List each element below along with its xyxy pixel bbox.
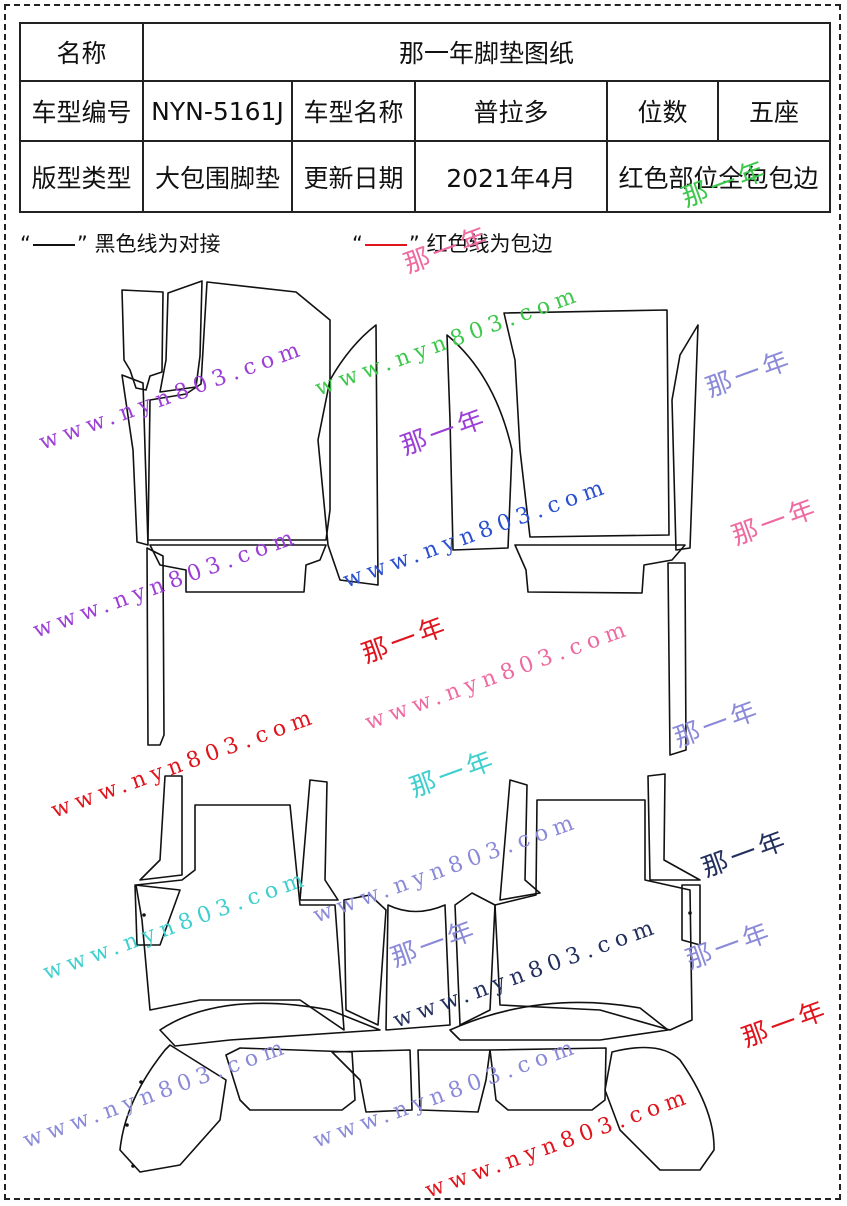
spec-row-type: 版型类型 大包围脚垫 更新日期 2021年4月 红色部位全包包边 bbox=[19, 140, 832, 213]
third-left-cargo-flap bbox=[225, 1047, 356, 1111]
legend-black-open-quote: “ bbox=[20, 232, 31, 256]
front-left-outer-strip bbox=[121, 374, 149, 546]
front-left-pillar-strip bbox=[159, 280, 203, 393]
update-date-label: 更新日期 bbox=[291, 140, 416, 213]
mount-hole-rear-left bbox=[139, 1080, 143, 1084]
legend-black-close-quote: ” bbox=[76, 232, 88, 256]
legend-black-text: 黑色线为对接 bbox=[94, 232, 221, 256]
second-center-right bbox=[454, 892, 496, 1026]
front-right-side-strip bbox=[671, 324, 699, 551]
second-left-side-strip bbox=[139, 775, 183, 881]
pattern-type-label: 版型类型 bbox=[19, 140, 144, 213]
second-center-left bbox=[343, 894, 387, 1026]
seats-label: 位数 bbox=[606, 80, 719, 142]
model-code-value: NYN-5161J bbox=[142, 80, 293, 142]
page-border bbox=[4, 4, 841, 1200]
front-center-curve-left bbox=[317, 324, 379, 586]
legend-red-text: 红色线为包边 bbox=[426, 232, 553, 256]
second-left-corner bbox=[134, 884, 181, 946]
legend-red-close-quote: ” bbox=[408, 232, 420, 256]
third-row-right-wing bbox=[449, 1001, 669, 1041]
front-center-curve-right bbox=[446, 334, 513, 551]
mount-hole-left bbox=[142, 913, 146, 917]
legend-red-open-quote: “ bbox=[352, 232, 363, 256]
second-left-main-mat bbox=[135, 804, 345, 1031]
front-left-threshold bbox=[149, 544, 327, 593]
third-right-cargo-flap bbox=[489, 1047, 607, 1111]
black-line-swatch bbox=[32, 244, 75, 246]
third-right-center-flap bbox=[417, 1049, 491, 1113]
model-code-label: 车型编号 bbox=[19, 80, 144, 142]
front-left-main-mat bbox=[147, 281, 331, 541]
spec-table: 名称 那一年脚垫图纸 车型编号 NYN-5161J 车型名称 普拉多 位数 五座… bbox=[19, 22, 832, 213]
pattern-type-value: 大包围脚垫 bbox=[142, 140, 293, 213]
third-left-center-flap bbox=[331, 1049, 413, 1113]
front-left-side-strip bbox=[121, 289, 164, 391]
rear-left-wheel-arch bbox=[119, 1044, 227, 1173]
second-center-tunnel bbox=[385, 904, 451, 1031]
update-date-value: 2021年4月 bbox=[414, 140, 608, 213]
spec-row-model: 车型编号 NYN-5161J 车型名称 普拉多 位数 五座 bbox=[19, 80, 832, 142]
second-right-corner bbox=[681, 884, 701, 946]
spec-row-name: 名称 那一年脚垫图纸 bbox=[19, 22, 832, 82]
edging-note: 红色部位全包包边 bbox=[605, 140, 832, 213]
seats-value: 五座 bbox=[716, 80, 832, 142]
third-row-left-wing bbox=[159, 1002, 381, 1047]
model-name-value: 普拉多 bbox=[414, 80, 608, 142]
second-left-door-strip bbox=[299, 779, 339, 901]
mount-hole-rear-left-3 bbox=[131, 1164, 135, 1168]
second-right-door-strip bbox=[499, 779, 541, 901]
legend-red-line: “ ” 红色线为包边 bbox=[352, 228, 552, 258]
front-right-threshold bbox=[514, 544, 686, 594]
sheet-title: 那一年脚垫图纸 bbox=[141, 22, 832, 82]
mount-hole-rear-left-2 bbox=[125, 1123, 129, 1127]
second-right-main-mat bbox=[494, 799, 693, 1031]
second-right-side-strip bbox=[647, 773, 701, 881]
model-name-label: 车型名称 bbox=[291, 80, 416, 142]
red-line-swatch bbox=[364, 244, 407, 246]
name-label: 名称 bbox=[19, 22, 144, 82]
front-right-main-mat bbox=[503, 309, 670, 538]
front-left-door-strip bbox=[146, 547, 165, 746]
front-right-door-strip bbox=[667, 562, 687, 756]
legend-black-line: “ ” 黑色线为对接 bbox=[20, 228, 220, 258]
mount-hole-right bbox=[688, 911, 692, 915]
rear-right-wheel-arch bbox=[604, 1046, 715, 1171]
